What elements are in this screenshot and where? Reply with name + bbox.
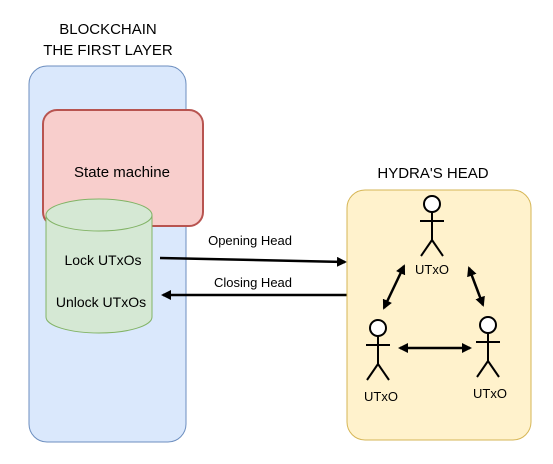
- actor-icon-right: [476, 316, 500, 378]
- lock-utxos-label: Lock UTxOs: [64, 252, 141, 268]
- actor-label-top: UTxO: [415, 262, 449, 277]
- hydra-head-title: HYDRA'S HEAD: [377, 165, 488, 182]
- hydra-head-panel: [346, 189, 532, 441]
- actor-icon-left: [366, 319, 390, 381]
- actor-icon-top: [420, 195, 444, 257]
- state-machine-label: State machine: [74, 164, 170, 181]
- opening-head-arrow: [159, 256, 347, 267]
- actor-label-right: UTxO: [473, 386, 507, 401]
- utxo-cylinder: [45, 198, 153, 334]
- blockchain-title-line2: THE FIRST LAYER: [43, 42, 173, 59]
- actor-label-left: UTxO: [364, 389, 398, 404]
- closing-head-label: Closing Head: [214, 275, 292, 290]
- unlock-utxos-label: Unlock UTxOs: [56, 294, 146, 310]
- connector-top-right: [467, 266, 485, 307]
- connector-top-left: [382, 264, 406, 310]
- opening-head-label: Opening Head: [208, 233, 292, 248]
- blockchain-title-line1: BLOCKCHAIN: [59, 21, 157, 38]
